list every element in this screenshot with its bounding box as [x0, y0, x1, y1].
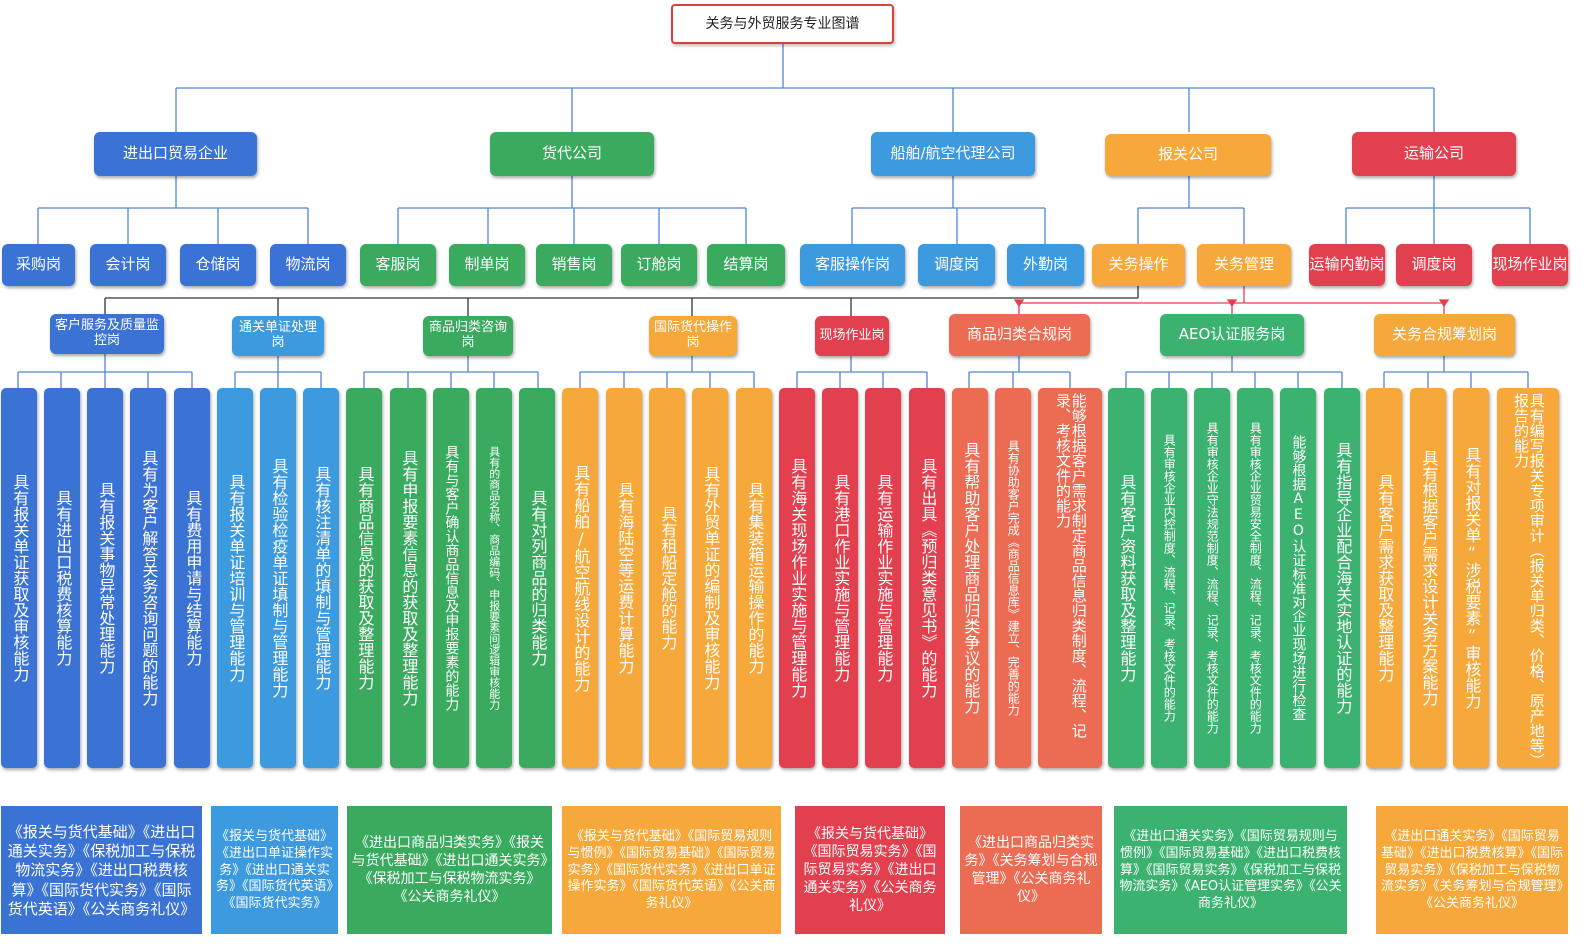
- ability-column: 具有运输作业实施与管理能力: [865, 388, 901, 768]
- post-warehouse[interactable]: 仓储岗: [180, 244, 256, 286]
- ops-connectors: [104, 286, 1139, 316]
- ability-column: 具有客户资料获取及整理能力: [1108, 388, 1144, 768]
- ability-column: 具有客户需求获取及整理能力: [1366, 388, 1402, 768]
- post-dispatch[interactable]: 调度岗: [918, 244, 995, 286]
- post-settlement[interactable]: 结算岗: [707, 244, 785, 286]
- job-customer-quality[interactable]: 客户服务及质量监控岗: [50, 314, 164, 354]
- job-compliance-planning[interactable]: 关务合规筹划岗: [1374, 314, 1515, 356]
- post-customs-management[interactable]: 关务管理: [1197, 244, 1291, 286]
- ability-column: 具有租船定舱的能力: [649, 388, 685, 768]
- job-classification-consult[interactable]: 商品归类咨询岗: [423, 316, 513, 356]
- ability-column: 具有海关现场作业实施与管理能力: [779, 388, 815, 768]
- post-cs-operation[interactable]: 客服操作岗: [800, 244, 905, 286]
- ability-column: 具有外贸单证的编制及审核能力: [692, 388, 728, 768]
- org-trade-enterprise[interactable]: 进出口贸易企业: [94, 132, 257, 176]
- post-transport-dispatch[interactable]: 调度岗: [1396, 244, 1472, 286]
- post-transport-office[interactable]: 运输内勤岗: [1309, 244, 1385, 286]
- course-list-trade: 《报关与货代基础》《进出口通关实务》《保税加工与保税物流实务》《进出口税费核算》…: [1, 806, 202, 934]
- ability-column: 具有进出口税费核算能力: [44, 388, 80, 768]
- ability-column: 具有协助客户完成《商品信息库》建立、完善的能力: [995, 388, 1031, 768]
- ability-column: 具有报关单证培训与管理能力: [217, 388, 253, 768]
- org-shipping-agent[interactable]: 船舶/航空代理公司: [871, 132, 1035, 176]
- ability-column: 具有帮助客户处理商品归类争议的能力: [952, 388, 988, 768]
- ability-column: 能够根据客户需求制定商品信息归类制度、流程、记录、考核文件的能力: [1038, 388, 1102, 768]
- post-logistics[interactable]: 物流岗: [270, 244, 346, 286]
- course-list-clearance: 《报关与货代基础》《进出口单证操作实务》《进出口通关实务》《国际货代英语》《国际…: [211, 806, 338, 934]
- ability-column: 具有报关单证获取及审核能力: [1, 388, 37, 768]
- page-title: 关务与外贸服务专业图谱: [671, 4, 894, 44]
- ability-column: 具有检验检疫单证填制与管理能力: [260, 388, 296, 768]
- job-clearance-docs[interactable]: 通关单证处理岗: [232, 316, 324, 356]
- post-customer-service[interactable]: 客服岗: [360, 244, 436, 286]
- post-sales[interactable]: 销售岗: [536, 244, 612, 286]
- ability-column: 具有报关事物异常处理能力: [87, 388, 123, 768]
- course-list-forwarding: 《报关与货代基础》《国际贸易规则与惯例》《国际贸易基础》《国际贸易实务》《国际货…: [562, 806, 781, 934]
- root-connectors: [37, 44, 1531, 244]
- course-list-planning: 《进出口通关实务》《国际贸易基础》《进出口税费核算》《国际贸易实务》《保税加工与…: [1376, 806, 1568, 934]
- ability-column: 具有指导企业配合海关实地认证的能力: [1324, 388, 1360, 768]
- ability-column: 具有出具《预归类意见书》的能力: [909, 388, 945, 768]
- post-procurement[interactable]: 采购岗: [2, 244, 75, 286]
- ability-column: 具有海陆空等运费计算能力: [606, 388, 642, 768]
- post-field[interactable]: 外勤岗: [1007, 244, 1084, 286]
- job-forwarding-operation[interactable]: 国际货代操作岗: [649, 316, 737, 356]
- course-list-aeo: 《进出口通关实务》《国际贸易规则与惯例》《国际贸易基础》《进出口税费核算》《国际…: [1114, 806, 1347, 934]
- ability-column: 具有的商品名称、商品编码、申报要素间逻辑审核能力: [476, 388, 512, 768]
- org-customs-broker[interactable]: 报关公司: [1105, 134, 1271, 176]
- ability-column: 具有港口作业实施与管理能力: [822, 388, 858, 768]
- ability-column: 具有编写报关专项审计（报关单归类、价格、原产地等）报告的能力: [1497, 388, 1559, 768]
- course-list-site: 《报关与货代基础》《国际贸易实务》《国际贸易实务》《进出口通关实务》《公关商务礼…: [795, 806, 945, 934]
- ability-column: 具有对报关单“涉税要素”审核能力: [1453, 388, 1489, 768]
- job-aeo-service[interactable]: AEO认证服务岗: [1160, 314, 1304, 356]
- ability-column: 能够根据AEO认证标准对企业现场进行检查: [1280, 388, 1316, 768]
- job-classification-compliance[interactable]: 商品归类合规岗: [949, 314, 1090, 356]
- ability-column: 具有核注清单的填制与管理能力: [303, 388, 339, 768]
- ability-column: 具有与客户确认商品信息及申报要素的能力: [433, 388, 469, 768]
- ability-column: 具有船舶/航空航线设计的能力: [562, 388, 598, 768]
- course-list-classification: 《进出口商品归类实务》《报关与货代基础》《进出口通关实务》《保税加工与保税物流实…: [347, 806, 552, 934]
- ability-column: 具有审核企业守法规范制度、流程、记录、考核文件的能力: [1194, 388, 1230, 768]
- ability-connectors: [17, 352, 1529, 388]
- ability-column: 具有根据客户需求设计关务方案能力: [1410, 388, 1446, 768]
- ability-column: 具有费用申请与结算能力: [174, 388, 210, 768]
- post-customs-operation[interactable]: 关务操作: [1092, 244, 1185, 286]
- post-documentation[interactable]: 制单岗: [449, 244, 525, 286]
- ability-column: 具有审核企业贸易安全制度、流程、记录、考核文件的能力: [1237, 388, 1273, 768]
- job-site-operation[interactable]: 现场作业岗: [815, 316, 889, 356]
- ability-column: 具有商品信息的获取及整理能力: [346, 388, 382, 768]
- post-site-operation[interactable]: 现场作业岗: [1492, 244, 1568, 286]
- ability-column: 具有对列商品的归类能力: [519, 388, 555, 768]
- ability-column: 具有为客户解答关务咨询问题的能力: [130, 388, 166, 768]
- mgmt-connectors: [1013, 286, 1450, 314]
- ability-column: 具有集装箱运输操作的能力: [736, 388, 772, 768]
- course-list-compliance: 《进出口商品归类实务》《关务筹划与合规管理》《公关商务礼仪》: [960, 806, 1102, 934]
- ability-column: 具有审核企业内控制度、流程、记录、考核文件的能力: [1151, 388, 1187, 768]
- post-booking[interactable]: 订舱岗: [621, 244, 697, 286]
- post-accounting[interactable]: 会计岗: [90, 244, 166, 286]
- org-transport-company[interactable]: 运输公司: [1352, 132, 1516, 176]
- org-freight-forwarder[interactable]: 货代公司: [490, 132, 654, 176]
- ability-column: 具有申报要素信息的获取及整理能力: [390, 388, 426, 768]
